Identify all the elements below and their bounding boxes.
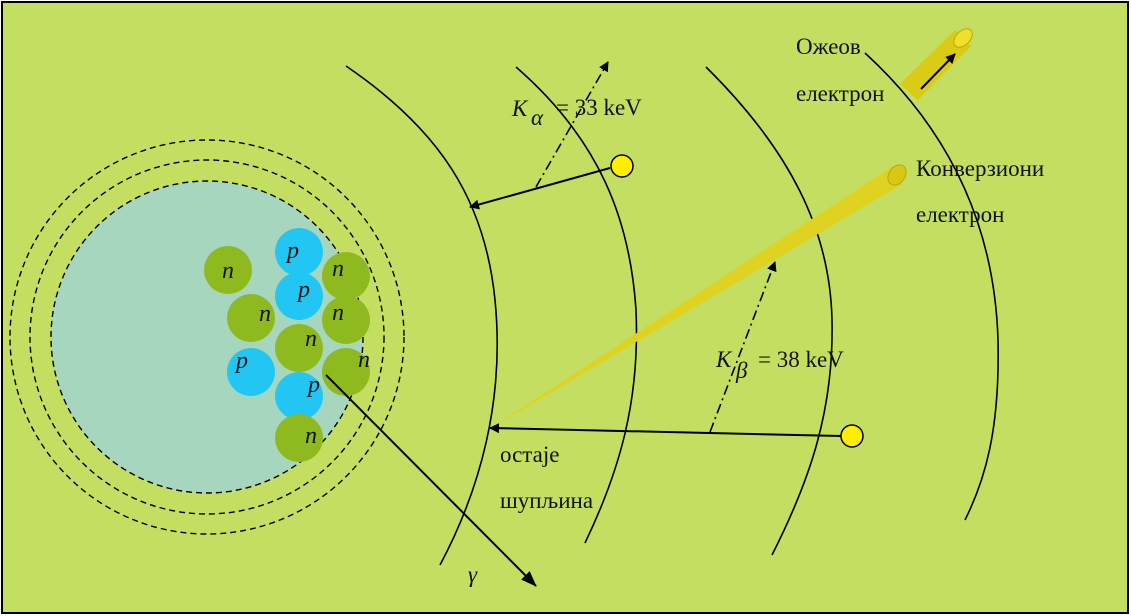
nucleon-neutron: n [322,296,370,344]
nucleon-label: n [332,300,344,326]
nucleon-label: n [358,347,370,373]
nucleon-label: p [296,277,310,303]
nucleon-label: p [306,372,320,398]
shell-arc-m [705,66,833,556]
k-alpha-emission-dashdot [535,61,609,188]
nucleon-label: n [305,326,317,352]
conversion-electron-cone [488,164,907,430]
gamma-ray-arrow [325,374,537,587]
k-alpha-symbol: K [511,96,529,121]
nucleon-proton: p [227,348,275,396]
middle-shell-dashed [29,159,385,515]
auger-label-line1: Ожеов [796,34,861,59]
shell-arc-k [345,65,498,566]
conversion-label-line1: Конверзиони [916,156,1044,181]
hole-label-line2: шупљина [500,488,593,513]
k-beta-symbol: K [715,347,733,372]
shell-arcs [345,52,999,566]
nucleon-label: n [305,423,317,449]
shell-arc-n [864,52,999,521]
conversion-label-line2: електрон [916,202,1004,227]
hole-label-line1: остаје [500,442,559,467]
nucleon-label: n [259,301,271,327]
nucleon-label: p [234,348,248,374]
inner-shell-dashed [50,180,364,494]
nucleon-label: p [285,238,299,264]
auger-label-line2: електрон [796,81,884,106]
nucleon-label: n [332,256,344,282]
nucleon-proton: p [275,272,323,320]
k-alpha-transition-arrow [469,167,611,210]
nucleon-neutron: n [275,414,323,462]
k-alpha-value: = 33 keV [556,95,642,120]
nucleon-proton: p [275,372,323,420]
auger-arrow [920,53,956,90]
nucleon-neutron: n [204,246,252,294]
outer-shell-dashed [9,139,405,535]
auger-electron-tube [900,28,973,100]
k-beta-transition-arrow [489,423,842,437]
k-beta-value: = 38 keV [758,347,844,372]
shell-arc-l [515,66,638,544]
k-beta-subscript: β [735,358,748,383]
nucleons: n p n p n n n n [204,228,370,462]
nucleon-label: n [222,258,234,284]
gamma-label: γ [468,562,478,587]
electron-k-beta-source [840,424,864,448]
electron-k-alpha-source [610,154,634,178]
nucleon-neutron: n [322,252,370,300]
nucleon-proton: p [275,228,323,276]
nucleon-neutron: n [227,294,275,342]
k-alpha-subscript: α [531,105,544,130]
nucleon-neutron: n [275,324,323,372]
